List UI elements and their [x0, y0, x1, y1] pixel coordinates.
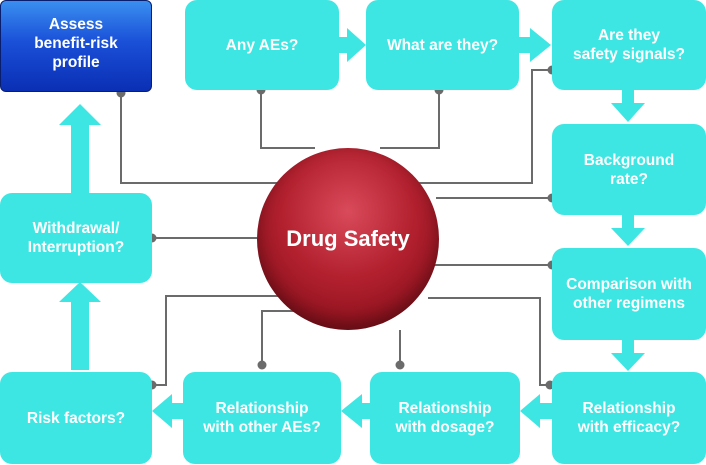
- other-aes-box: Relationship with other AEs?: [183, 372, 341, 464]
- risk-factors-label: Risk factors?: [26, 409, 126, 427]
- dosage-box: Relationship with dosage?: [370, 372, 520, 464]
- withdrawal-box: Withdrawal/ Interruption?: [0, 193, 152, 283]
- safety-signals-label: Are they safety signals?: [573, 27, 685, 63]
- withdrawal-label: Withdrawal/ Interruption?: [27, 220, 125, 256]
- background-rate-box: Background rate?: [552, 124, 706, 215]
- what-are-they-label: What are they?: [386, 36, 499, 54]
- connector-lines: [120, 69, 552, 386]
- assess-benefit-risk-label: Assess benefit-risk profile: [34, 16, 118, 71]
- other-aes-label: Relationship with other AEs?: [203, 400, 321, 436]
- arrow-any-to-what: [339, 28, 366, 62]
- drug-safety-label: Drug Safety: [286, 226, 410, 251]
- what-are-they-box: What are they?: [366, 0, 519, 90]
- arrow-other-to-risk: [152, 394, 183, 428]
- efficacy-label: Relationship with efficacy?: [577, 400, 681, 436]
- arrow-withdrawal-to-assess: [59, 104, 101, 193]
- comparison-label: Comparison with other regimens: [566, 276, 692, 312]
- any-aes-box: Any AEs?: [185, 0, 339, 90]
- arrow-comparison-to-efficacy: [611, 340, 645, 371]
- arrow-what-to-signals: [519, 28, 551, 62]
- drug-safety-circle: Drug Safety: [257, 148, 439, 330]
- flow-arrows: [59, 28, 645, 428]
- safety-signals-box: Are they safety signals?: [552, 0, 706, 90]
- comparison-box: Comparison with other regimens: [552, 248, 706, 340]
- assess-benefit-risk-box: Assess benefit-risk profile: [0, 0, 152, 92]
- efficacy-box: Relationship with efficacy?: [552, 372, 706, 464]
- background-rate-label: Background rate?: [583, 151, 675, 188]
- any-aes-label: Any AEs?: [225, 36, 299, 54]
- risk-factors-box: Risk factors?: [0, 372, 152, 464]
- arrow-dosage-to-other: [341, 394, 372, 428]
- arrow-background-to-comparison: [611, 215, 645, 246]
- arrow-risk-to-withdrawal: [59, 282, 101, 370]
- arrow-efficacy-to-dosage: [520, 394, 552, 428]
- arrow-signals-to-background: [611, 90, 645, 122]
- dosage-label: Relationship with dosage?: [395, 400, 495, 436]
